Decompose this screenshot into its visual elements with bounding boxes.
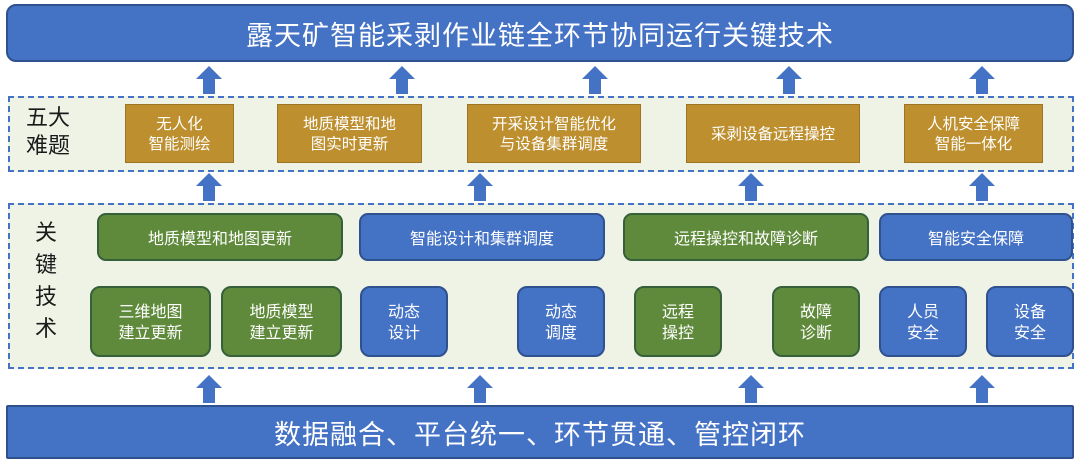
up-arrow-icon bbox=[776, 66, 802, 94]
key-tech-label: 关 键 技 术 bbox=[26, 218, 66, 346]
up-arrow-icon bbox=[969, 66, 995, 94]
sub-tech-text: 建立更新 bbox=[249, 322, 314, 342]
sub-tech-text: 故障 bbox=[799, 301, 832, 321]
sub-tech-text: 诊断 bbox=[799, 322, 832, 342]
key-tech-label-char: 键 bbox=[34, 253, 57, 278]
up-arrow-icon bbox=[467, 173, 493, 201]
tech-group-remote: 远程操控和故障诊断 bbox=[623, 213, 869, 261]
challenge-text: 图实时更新 bbox=[310, 134, 389, 153]
sub-tech-box: 故障诊断 bbox=[772, 286, 860, 357]
sub-tech-text: 远程 bbox=[661, 301, 694, 321]
challenge-text: 与设备集群调度 bbox=[499, 134, 609, 153]
sub-tech-text: 设计 bbox=[387, 322, 420, 342]
tech-group-geology: 地质模型和地图更新 bbox=[97, 213, 343, 261]
tech-group-text: 智能设计和集群调度 bbox=[409, 229, 554, 248]
challenge-text: 人机安全保障 bbox=[926, 114, 1020, 133]
challenge-box: 无人化智能测绘 bbox=[125, 104, 234, 163]
challenges-label-line: 难题 bbox=[25, 134, 70, 159]
challenge-box: 人机安全保障智能一体化 bbox=[904, 104, 1043, 163]
challenge-text: 采剥设备远程操控 bbox=[710, 124, 835, 143]
challenge-text: 开采设计智能优化 bbox=[491, 114, 616, 133]
challenges-label: 五大 难题 bbox=[18, 105, 78, 161]
up-arrow-icon bbox=[196, 375, 222, 403]
challenge-text: 无人化 bbox=[156, 114, 203, 133]
key-tech-label-char: 术 bbox=[34, 317, 57, 342]
challenge-box: 采剥设备远程操控 bbox=[686, 104, 860, 163]
title-text: 露天矿智能采剥作业链全环节协同运行关键技术 bbox=[246, 20, 834, 52]
sub-tech-box: 设备安全 bbox=[986, 286, 1074, 357]
up-arrow-icon bbox=[582, 66, 608, 94]
sub-tech-text: 安全 bbox=[1013, 322, 1046, 342]
title-banner: 露天矿智能采剥作业链全环节协同运行关键技术 bbox=[6, 4, 1074, 62]
up-arrow-icon bbox=[969, 375, 995, 403]
challenge-text: 地质模型和地 bbox=[302, 114, 396, 133]
sub-tech-box: 人员安全 bbox=[879, 286, 967, 357]
up-arrow-icon bbox=[969, 173, 995, 201]
up-arrow-icon bbox=[467, 375, 493, 403]
sub-tech-box: 地质模型建立更新 bbox=[221, 286, 342, 357]
challenge-text: 智能测绘 bbox=[148, 134, 211, 153]
footer-text: 数据融合、平台统一、环节贯通、管控闭环 bbox=[274, 419, 806, 451]
sub-tech-box: 动态调度 bbox=[517, 286, 605, 357]
sub-tech-text: 地质模型 bbox=[249, 301, 314, 321]
up-arrow-icon bbox=[738, 173, 764, 201]
sub-tech-text: 建立更新 bbox=[118, 322, 183, 342]
tech-group-text: 远程操控和故障诊断 bbox=[673, 229, 818, 248]
challenge-box: 地质模型和地图实时更新 bbox=[277, 104, 422, 163]
tech-group-safety: 智能安全保障 bbox=[879, 213, 1073, 261]
key-tech-label-char: 技 bbox=[34, 285, 57, 310]
key-tech-label-char: 关 bbox=[34, 221, 57, 246]
up-arrow-icon bbox=[196, 66, 222, 94]
sub-tech-text: 调度 bbox=[544, 322, 577, 342]
tech-group-design: 智能设计和集群调度 bbox=[359, 213, 605, 261]
sub-tech-text: 动态 bbox=[544, 301, 577, 321]
tech-group-text: 智能安全保障 bbox=[927, 229, 1024, 248]
sub-tech-text: 操控 bbox=[661, 322, 694, 342]
up-arrow-icon bbox=[738, 375, 764, 403]
challenge-text: 智能一体化 bbox=[934, 134, 1013, 153]
sub-tech-text: 三维地图 bbox=[118, 301, 183, 321]
sub-tech-text: 动态 bbox=[387, 301, 420, 321]
challenge-box: 开采设计智能优化与设备集群调度 bbox=[467, 104, 641, 163]
sub-tech-text: 设备 bbox=[1013, 301, 1046, 321]
sub-tech-box: 动态设计 bbox=[360, 286, 448, 357]
sub-tech-box: 远程操控 bbox=[634, 286, 722, 357]
challenges-label-line: 五大 bbox=[25, 106, 70, 131]
footer-banner: 数据融合、平台统一、环节贯通、管控闭环 bbox=[6, 405, 1074, 459]
sub-tech-text: 安全 bbox=[906, 322, 939, 342]
sub-tech-text: 人员 bbox=[906, 301, 939, 321]
up-arrow-icon bbox=[196, 173, 222, 201]
up-arrow-icon bbox=[389, 66, 415, 94]
tech-group-text: 地质模型和地图更新 bbox=[147, 229, 292, 248]
sub-tech-box: 三维地图建立更新 bbox=[90, 286, 211, 357]
